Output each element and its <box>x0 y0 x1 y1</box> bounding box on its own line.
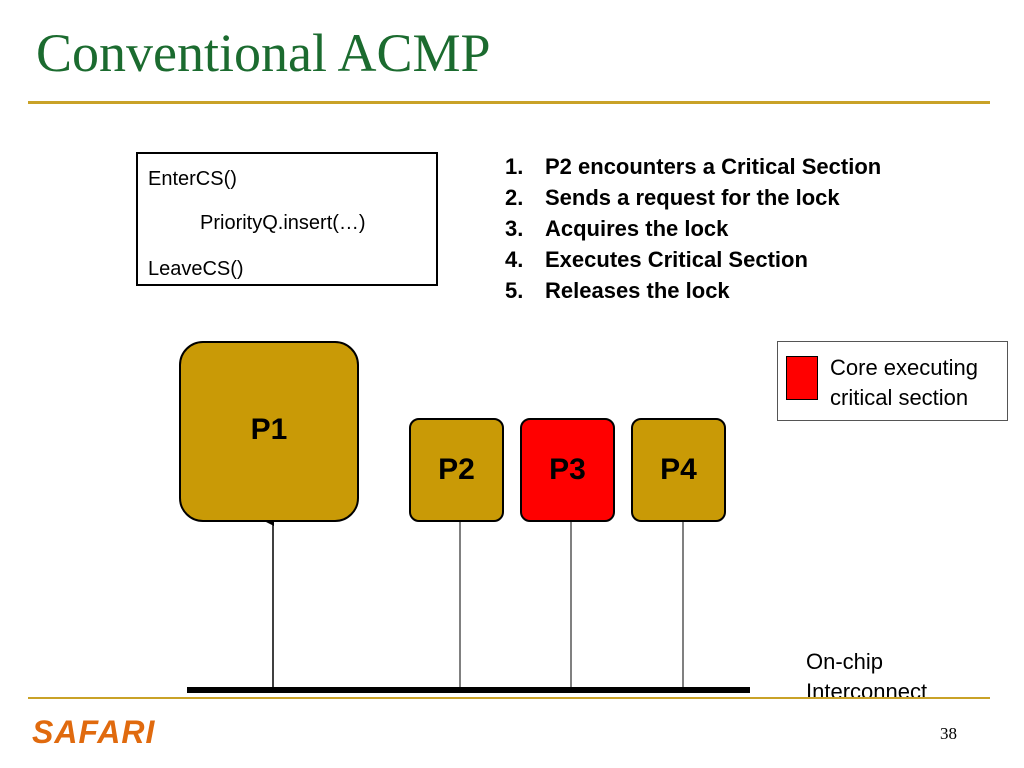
core-label: P4 <box>660 453 697 486</box>
title-divider <box>28 101 990 104</box>
legend-text: Core executing critical section <box>830 353 978 413</box>
page-number: 38 <box>940 724 957 743</box>
interconnect-label-line: On-chip <box>806 649 884 674</box>
interconnect-label-line: Interconnect <box>806 679 928 704</box>
legend-line: critical section <box>830 385 969 410</box>
interconnect-label: On-chip Interconnect <box>806 647 927 707</box>
step-number: 5. <box>505 278 524 303</box>
code-line-priorityq-insert: PriorityQ.insert(…) <box>200 212 366 234</box>
core-p2: P2 <box>409 418 504 522</box>
step-number: 4. <box>505 247 524 272</box>
code-box: EnterCS() PriorityQ.insert(…) LeaveCS() <box>136 152 438 286</box>
step-number: 2. <box>505 185 524 210</box>
step-item: 3. Acquires the lock <box>505 213 881 244</box>
legend-swatch-critical <box>786 356 818 400</box>
footer-divider <box>28 697 990 699</box>
step-text: Releases the lock <box>545 278 730 303</box>
step-text: Executes Critical Section <box>545 247 808 272</box>
steps-list: 1. P2 encounters a Critical Section 2. S… <box>505 151 881 306</box>
step-number: 3. <box>505 216 524 241</box>
core-label: P1 <box>250 412 288 446</box>
step-item: 5. Releases the lock <box>505 275 881 306</box>
step-item: 1. P2 encounters a Critical Section <box>505 151 881 182</box>
core-p3: P3 <box>520 418 615 522</box>
step-text: P2 encounters a Critical Section <box>545 154 882 179</box>
core-p4: P4 <box>631 418 726 522</box>
code-line-entercs: EnterCS() <box>148 168 237 190</box>
step-item: 4. Executes Critical Section <box>505 244 881 275</box>
core-p1: P1 <box>179 341 359 522</box>
safari-logo: SAFARI <box>32 714 156 750</box>
legend-line: Core executing <box>830 355 978 380</box>
slide-title: Conventional ACMP <box>36 23 491 83</box>
step-item: 2. Sends a request for the lock <box>505 182 881 213</box>
code-line-leavecs: LeaveCS() <box>148 258 244 280</box>
step-number: 1. <box>505 154 524 179</box>
step-text: Acquires the lock <box>545 216 729 241</box>
core-label: P3 <box>549 453 586 486</box>
step-text: Sends a request for the lock <box>545 185 840 210</box>
legend: Core executing critical section <box>777 341 1008 421</box>
core-label: P2 <box>438 453 475 486</box>
